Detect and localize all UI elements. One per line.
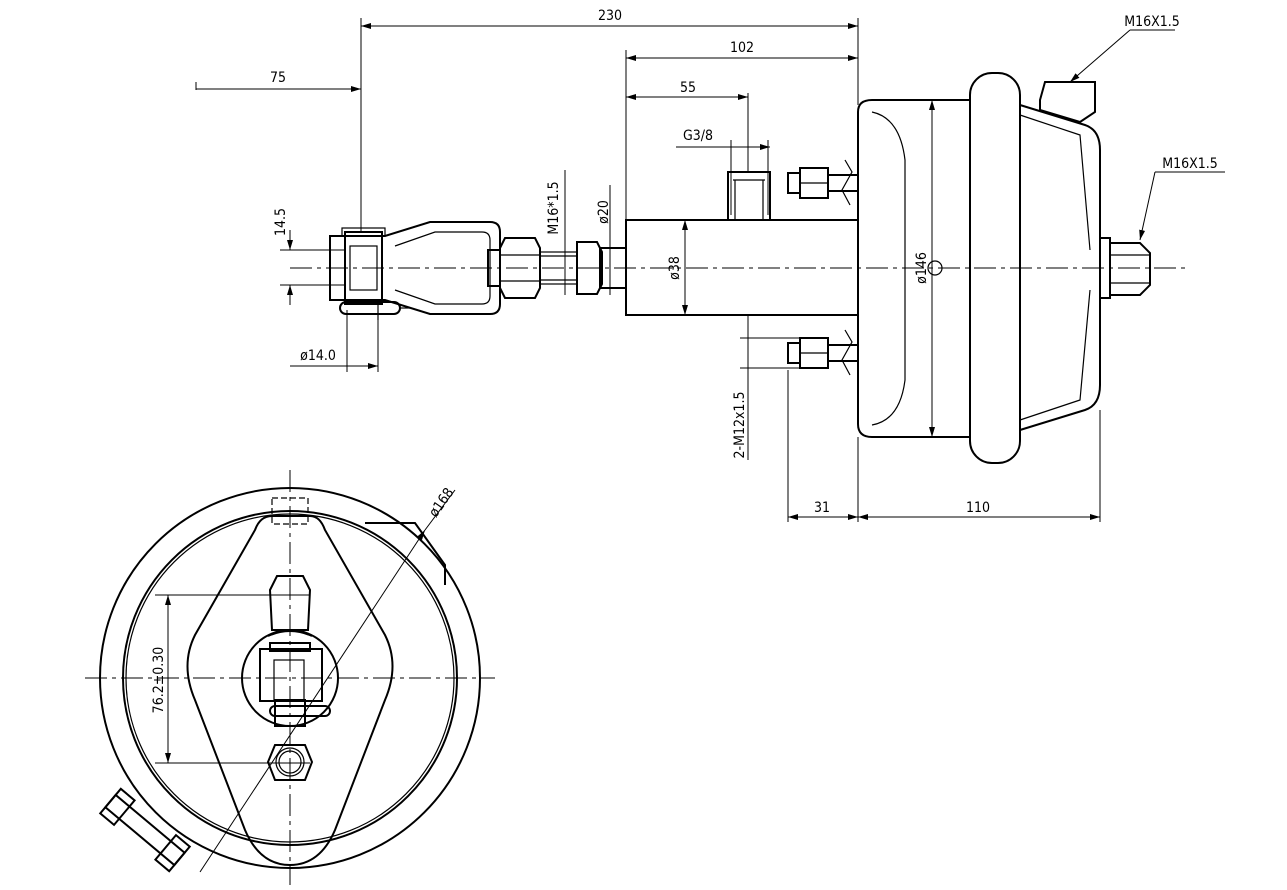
clamp-tab	[365, 522, 446, 585]
clamp-ring	[99, 487, 481, 869]
dim-55: 55	[680, 80, 696, 96]
clamp-bolt	[98, 787, 192, 873]
dim-d20: ø20	[596, 200, 612, 224]
push-rod	[487, 237, 627, 299]
mounting-studs	[787, 159, 858, 376]
dim-230: 230	[598, 8, 622, 24]
air-port	[727, 171, 771, 221]
dimension-lines	[195, 18, 1225, 522]
dim-76-2: 76.2±0.30	[151, 647, 167, 714]
clevis	[329, 221, 501, 320]
dim-d14: ø14.0	[300, 348, 336, 364]
upper-stud	[268, 575, 312, 631]
dim-d168: ø168	[426, 485, 457, 520]
dim-g38: G3/8	[683, 128, 713, 144]
front-view: 76.2±0.30 ø168	[85, 470, 495, 885]
mounting-plate	[186, 515, 394, 867]
chamber-body	[857, 72, 1151, 464]
dim-d38: ø38	[667, 256, 683, 280]
dim-31: 31	[814, 500, 830, 516]
dim-102: 102	[730, 40, 754, 56]
dim-studs: 2-M12x1.5	[732, 392, 748, 459]
dim-110: 110	[966, 500, 990, 516]
top-port-fitting	[1039, 81, 1096, 124]
dim-14-5: 14.5	[273, 208, 289, 236]
side-view: 230 102 55 75 G3/8 M16X1.5 M16X1.5 14.5 …	[195, 8, 1225, 522]
dim-top-thread: M16X1.5	[1124, 14, 1180, 30]
dim-m16: M16*1.5	[546, 181, 562, 234]
dim-rear-thread: M16X1.5	[1162, 156, 1218, 172]
dim-d146: ø146	[914, 252, 930, 284]
dim-75: 75	[270, 70, 286, 86]
lower-stud	[266, 744, 314, 781]
